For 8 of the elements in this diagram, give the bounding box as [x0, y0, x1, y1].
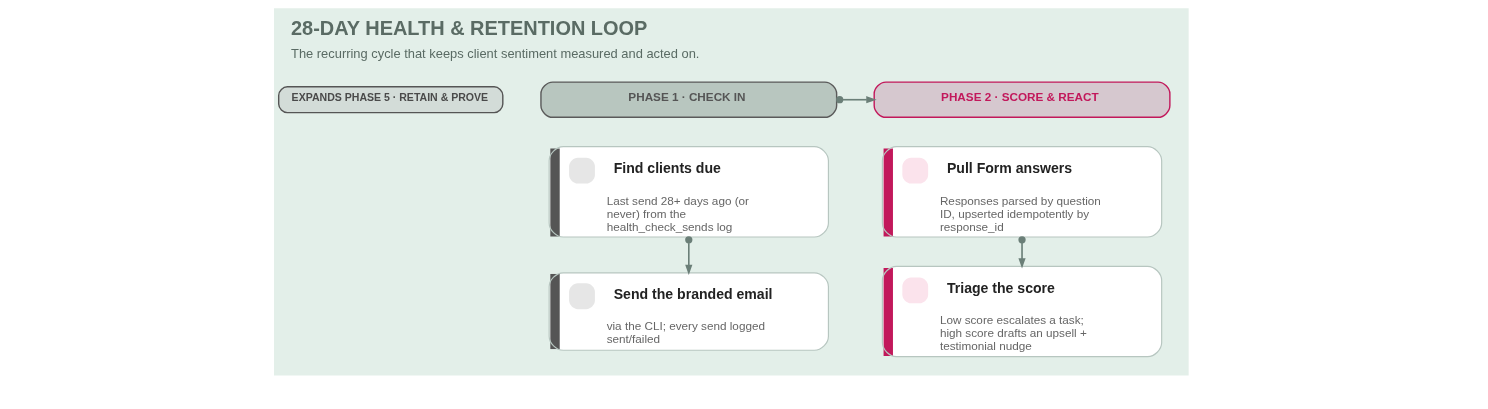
arrow — [685, 236, 693, 276]
arrow — [836, 96, 877, 104]
diagram-title: 28-DAY HEALTH & RETENTION LOOP — [291, 17, 648, 40]
arrow — [1018, 236, 1026, 269]
node-box: PHASE 1 · CHECK IN — [540, 81, 838, 119]
caption: The recurring cycle that keeps client sentiment measured and acted on. — [291, 45, 700, 61]
node-box: PHASE 2 · SCORE & REACT — [873, 81, 1171, 119]
node-box: EXPANDS PHASE 5 · RETAIN & PROVE — [278, 86, 504, 114]
